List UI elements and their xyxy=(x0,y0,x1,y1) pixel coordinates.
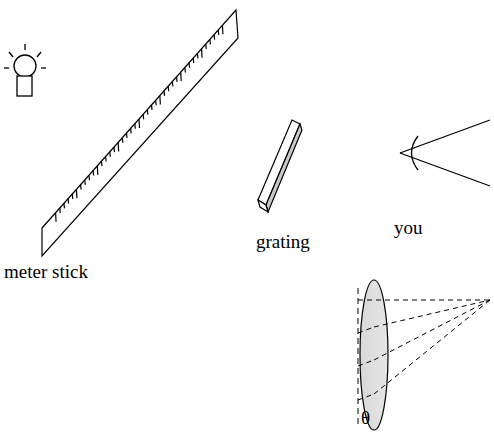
tick-mark xyxy=(59,208,61,213)
tick-mark xyxy=(209,39,211,44)
tick-mark xyxy=(97,166,99,175)
tick-mark xyxy=(163,91,165,96)
tick-mark xyxy=(172,82,174,87)
tick-mark xyxy=(222,25,224,34)
lens-figure xyxy=(358,280,490,430)
tick-mark xyxy=(143,114,145,119)
tick-mark xyxy=(193,58,195,63)
tick-mark xyxy=(84,180,86,185)
light-bulb xyxy=(4,44,46,96)
tick-mark xyxy=(93,171,95,176)
tick-mark xyxy=(176,77,178,82)
tick-mark xyxy=(105,156,107,161)
tick-mark xyxy=(147,110,149,115)
tick-mark xyxy=(205,44,207,49)
tick-mark xyxy=(155,100,157,105)
tick-mark xyxy=(76,189,78,198)
tick-mark xyxy=(188,63,190,68)
tick-mark xyxy=(63,203,65,208)
grating-bar xyxy=(258,120,302,212)
tick-mark xyxy=(168,86,170,91)
tick-mark xyxy=(180,72,182,81)
tick-mark xyxy=(67,199,69,204)
tick-mark xyxy=(184,67,186,72)
part-label: you xyxy=(394,218,423,237)
tick-mark xyxy=(101,161,103,166)
tick-mark xyxy=(55,213,57,222)
tick-mark xyxy=(109,152,111,157)
part-label: grating xyxy=(256,232,310,251)
tick-mark xyxy=(134,124,136,129)
tick-mark xyxy=(151,105,153,110)
tick-mark xyxy=(130,128,132,133)
tick-mark xyxy=(122,138,124,143)
tick-mark xyxy=(197,53,199,58)
part-label: meter stick xyxy=(4,262,88,281)
tick-mark xyxy=(80,185,82,190)
tick-mark xyxy=(118,142,120,151)
tick-mark xyxy=(72,194,74,199)
angle-label: θ xyxy=(361,408,370,427)
tick-mark xyxy=(213,35,215,40)
tick-mark xyxy=(218,30,220,35)
tick-mark xyxy=(126,133,128,138)
meter-stick xyxy=(42,10,238,256)
tick-mark xyxy=(88,175,90,180)
eye xyxy=(400,120,490,186)
tick-mark xyxy=(113,147,115,152)
tick-mark xyxy=(201,49,203,58)
tick-mark xyxy=(138,119,140,128)
tick-mark xyxy=(159,96,161,105)
